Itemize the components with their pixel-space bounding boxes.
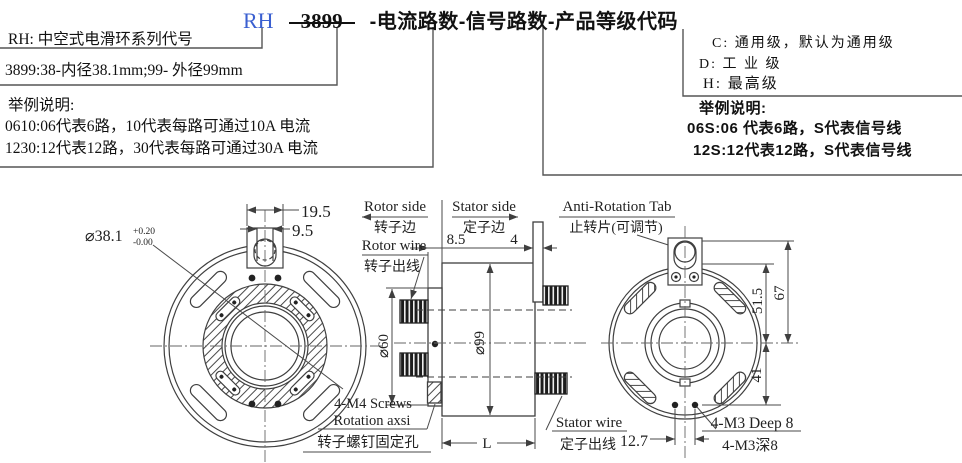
- rotor-wire-label-en: Rotor wire: [362, 238, 427, 254]
- m3-deep-label-zh: 4-M3深8: [722, 437, 778, 454]
- rotor-wire-label-zh: 转子出线: [364, 259, 420, 275]
- rotor-wire-bundle-bottom: [399, 352, 429, 377]
- dim-19-5-label: 19.5: [301, 202, 331, 221]
- front-face-slots: [189, 270, 341, 422]
- rear-m3-hole-right: [691, 401, 699, 409]
- rotor-fixing-screw: [426, 381, 442, 404]
- right-example-2: 12S:12代表12路，S代表信号线: [693, 142, 913, 159]
- bore-diameter-label: ⌀38.1: [85, 228, 123, 245]
- front-screw-holes: [248, 274, 282, 408]
- m4-screws-label-line1: 4-M4 Screws: [334, 396, 412, 412]
- grade-code-d: D: 工 业 级: [699, 57, 782, 72]
- m4-screws-label-line2: Rotation axsi: [334, 413, 411, 429]
- side-view-dimensions: [386, 200, 557, 449]
- bore-tolerance-plus: +0.20: [133, 227, 155, 237]
- m3-deep-label-en: 4-M3 Deep 8: [711, 415, 794, 432]
- stator-wire-bundle-bottom: [534, 372, 568, 395]
- dim-8-5-label: 8.5: [447, 232, 466, 248]
- anti-rotation-tab-label-en: Anti-Rotation Tab: [562, 199, 671, 215]
- grade-code-c: C: 通用级，默认为通用级: [712, 36, 895, 51]
- side-body: [441, 262, 536, 417]
- model-size-note: 3899:38-内径38.1mm;99- 外径99mm: [5, 62, 243, 79]
- flange-screw-dot: [431, 340, 439, 348]
- dim-67-label: 67: [772, 285, 788, 301]
- front-hub-slots: [215, 296, 315, 396]
- dim-d60-label: ⌀60: [376, 334, 392, 358]
- rear-view: [601, 226, 801, 458]
- front-view: [150, 210, 382, 463]
- dim-9-5-label: 9.5: [292, 221, 313, 240]
- rotor-side-label-zh: 转子边: [374, 220, 416, 236]
- rear-hatched-slots: [623, 281, 747, 405]
- dim-51-5-label: 51.5: [750, 288, 766, 314]
- right-examples-heading: 举例说明:: [699, 100, 767, 117]
- grade-code-h: H: 最高级: [703, 76, 779, 92]
- front-centerlines: [150, 210, 382, 463]
- dim-12-7-label: 12.7: [620, 433, 648, 450]
- rear-view-dimensions: [650, 240, 801, 445]
- model-code-leader-lines: [0, 27, 962, 176]
- stator-side-label-en: Stator side: [452, 199, 516, 215]
- left-examples-heading: 举例说明:: [8, 97, 75, 114]
- title-series-code: RH: [243, 8, 274, 33]
- right-example-1: 06S:06 代表6路，S代表信号线: [687, 120, 902, 137]
- dim-L-label: L: [482, 436, 491, 452]
- rear-m3-hole-left: [671, 401, 679, 409]
- dim-4-label: 4: [510, 232, 518, 248]
- front-view-dimensions: [152, 204, 344, 390]
- bore-tolerance-minus: -0.00: [133, 238, 153, 248]
- stator-side-label-zh: 定子边: [463, 220, 505, 236]
- left-example-1: 0610:06代表6路，10代表每路可通过10A 电流: [5, 118, 311, 135]
- stator-wire-label-zh: 定子出线: [560, 437, 616, 453]
- side-bore-hidden-lines: [416, 309, 572, 378]
- anti-rotation-tab-label-zh: 止转片(可调节): [569, 220, 663, 236]
- title-field-codes: -电流路数-信号路数-产品等级代码: [369, 11, 679, 33]
- side-anti-rotation-tab-plate: [532, 221, 544, 303]
- left-example-2: 1230:12代表12路，30代表每路可通过30A 电流: [5, 140, 319, 157]
- title-model-code: 3899: [288, 9, 355, 34]
- dim-41-label: 41: [749, 368, 765, 383]
- rotor-side-label-en: Rotor side: [364, 199, 426, 215]
- series-code-note: RH: 中空式电滑环系列代号: [8, 31, 193, 48]
- stator-wire-label-en: Stator wire: [556, 415, 623, 431]
- dim-d99-label: ⌀99: [472, 331, 488, 355]
- m4-screws-label-zh: 转子螺钉固定孔: [317, 434, 419, 451]
- stator-wire-bundle-top: [542, 285, 569, 306]
- rotor-wire-bundle-top: [399, 299, 429, 324]
- model-number-title: RH 3899 -电流路数-信号路数-产品等级代码: [243, 5, 678, 34]
